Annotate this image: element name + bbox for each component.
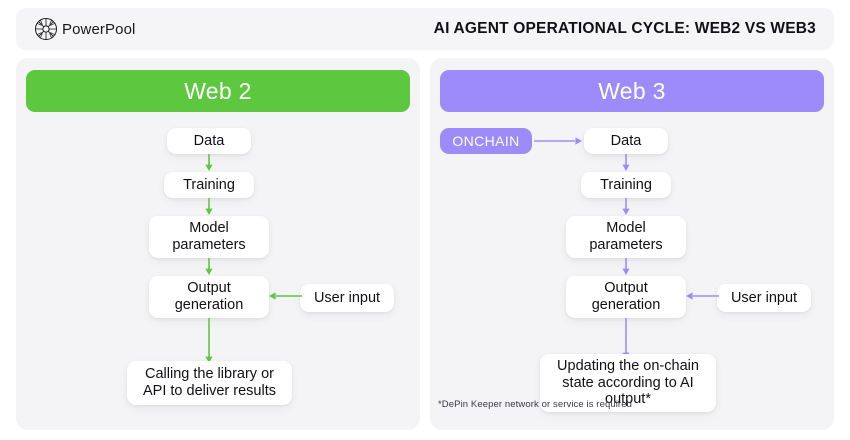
panel-web2: Web 2 Data Training Model parameters Out…	[16, 58, 420, 430]
panel-web3: Web 3 ONCHAIN Data Training Model parame…	[430, 58, 834, 430]
arrow-web3-data-to-training	[621, 154, 631, 172]
node-web2-calling-library: Calling the library or API to deliver re…	[127, 361, 292, 405]
arrow-web2-training-to-model	[204, 198, 214, 216]
node-web3-output-generation: Output generation	[566, 276, 686, 318]
footnote-depin-keeper: *DePin Keeper network or service is requ…	[438, 399, 632, 410]
badge-onchain: ONCHAIN	[440, 128, 532, 154]
page-title: AI AGENT OPERATIONAL CYCLE: WEB2 VS WEB3	[433, 20, 816, 37]
powerpool-mosaic-circle-logo-icon	[34, 17, 58, 41]
arrow-web2-data-to-training	[204, 154, 214, 172]
node-web2-user-input: User input	[300, 284, 394, 312]
arrow-web2-model-to-output	[204, 258, 214, 276]
node-web2-data: Data	[167, 128, 251, 154]
brand: PowerPool	[34, 17, 135, 41]
node-web3-updating-onchain-state: Updating the on-chain state according to…	[540, 354, 716, 412]
panel-web2-title: Web 2	[26, 70, 410, 112]
arrow-web3-onchain-to-data	[534, 136, 582, 146]
node-web3-user-input: User input	[717, 284, 811, 312]
arrow-web3-user-input-to-output	[686, 291, 719, 301]
app-header: PowerPool AI AGENT OPERATIONAL CYCLE: WE…	[16, 8, 834, 50]
arrow-web2-user-input-to-output	[269, 291, 302, 301]
arrow-web3-training-to-model	[621, 198, 631, 216]
brand-name: PowerPool	[62, 20, 136, 38]
node-web3-data: Data	[584, 128, 668, 154]
node-web2-training: Training	[164, 172, 254, 198]
arrow-web2-output-to-result	[204, 318, 214, 364]
node-web2-output-generation: Output generation	[149, 276, 269, 318]
arrow-web3-model-to-output	[621, 258, 631, 276]
node-web2-model-parameters: Model parameters	[149, 216, 269, 258]
node-web3-model-parameters: Model parameters	[566, 216, 686, 258]
panel-web3-title: Web 3	[440, 70, 824, 112]
node-web3-training: Training	[581, 172, 671, 198]
